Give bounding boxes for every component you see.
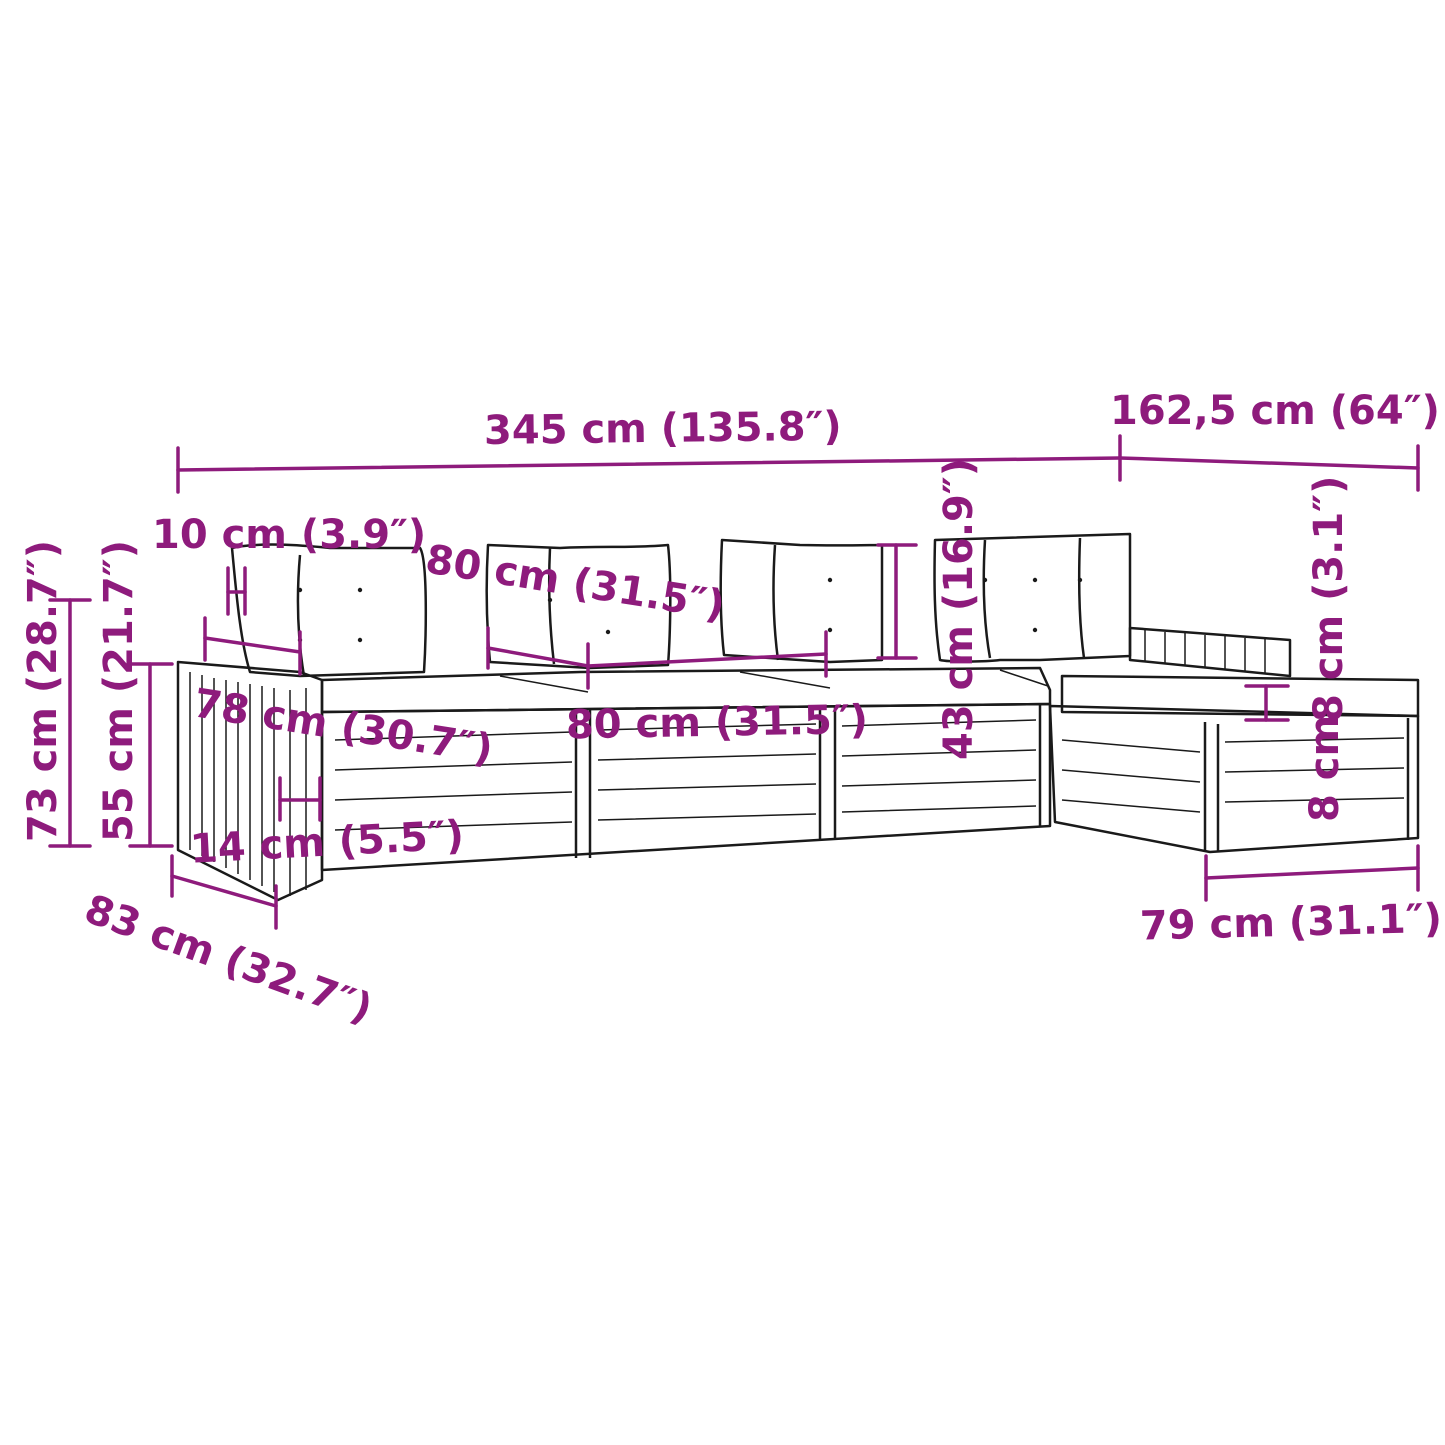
dim-line-ottoman-depth-total — [1118, 456, 1420, 470]
label-ottoman-width: 79 cm (31.1″) — [1139, 896, 1442, 950]
label-cushion-thickness-top: 8 cm (3.1″) — [1306, 476, 1352, 722]
label-total-depth: 83 cm (32.7″) — [79, 886, 379, 1033]
label-backrest-thickness: 10 cm (3.9″) — [152, 512, 426, 558]
back-cushions — [230, 532, 1132, 678]
dim-line-seat-width-front — [586, 652, 828, 668]
label-total-height: 73 cm (28.7″) — [20, 540, 66, 842]
dim-line-total-depth — [170, 874, 278, 908]
label-seat-width-top: 80 cm (31.5″) — [422, 536, 728, 629]
dim-line-ottoman-width — [1204, 866, 1420, 880]
right-back-panel — [1128, 626, 1292, 678]
label-cushion-thickness-vertical: 8 cm — [1302, 715, 1348, 822]
label-backrest-height: 43 cm (16.9″) — [936, 458, 982, 760]
label-total-length: 345 cm (135.8″) — [484, 404, 842, 454]
label-seat-depth: 78 cm (30.7″) — [190, 680, 496, 773]
label-seat-width-front: 80 cm (31.5″) — [566, 697, 869, 748]
dim-line-total-length — [176, 456, 1122, 472]
sofa-set-illustration — [176, 532, 1420, 902]
dimension-lines — [48, 434, 1420, 930]
dim-line-seat-width-top — [203, 636, 302, 654]
ottoman — [1048, 674, 1420, 854]
label-armrest-height: 55 cm (21.7″) — [96, 540, 142, 842]
label-ottoman-depth-total: 162,5 cm (64″) — [1110, 388, 1440, 434]
sofa-base — [320, 702, 1052, 872]
